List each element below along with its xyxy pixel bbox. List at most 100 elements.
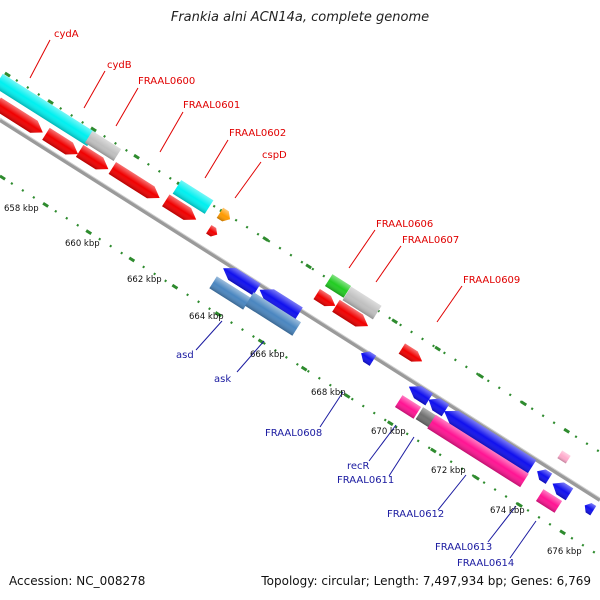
leader-line-top [115, 87, 139, 127]
leader-line-bottom [236, 340, 265, 373]
leader-line-top [348, 229, 376, 269]
gene-label-top: FRAAL0609 [463, 275, 520, 286]
gene-label-bottom: ask [214, 374, 231, 385]
gene-blue-7 [584, 503, 597, 516]
gene-red-5-shade [313, 289, 336, 307]
gene-blue-5 [444, 410, 537, 474]
gene-label-top: FRAAL0607 [402, 235, 459, 246]
gene-red-6-shade [332, 299, 369, 327]
gene-cspD [216, 207, 231, 222]
gene-label-bottom: asd [176, 350, 194, 361]
gene-fraal0607-shade [342, 286, 382, 320]
gene-fraal0612 [427, 414, 529, 488]
gene-red-6 [332, 299, 369, 327]
gene-pink-shade [557, 450, 571, 464]
gene-red-1 [0, 97, 43, 133]
accession-text: Accession: NC_008278 [9, 574, 146, 588]
gene-fraal0600-shade [108, 162, 160, 199]
gene-blue-1-shade [223, 268, 261, 296]
gene-label-top: FRAAL0600 [138, 76, 195, 87]
gene-fraal0607 [342, 286, 382, 320]
lower-tick-track [0, 175, 600, 557]
gene-blue-3 [408, 386, 433, 406]
scale-label: 676 kbp [547, 547, 582, 557]
gene-blue-4-shade [428, 398, 450, 417]
gene-fraal0602 [172, 180, 214, 214]
gene-blue-5-shade [444, 410, 537, 474]
gene-features [0, 73, 597, 516]
gene-cydA [0, 73, 96, 147]
scale-label: 662 kbp [127, 275, 162, 285]
gene-label-top: FRAAL0602 [229, 128, 286, 139]
leader-line-bottom [388, 436, 415, 477]
genome-info-text: Topology: circular; Length: 7,497,934 bp… [261, 574, 591, 588]
leader-line-top [234, 161, 262, 199]
gene-label-bottom: FRAAL0613 [435, 542, 492, 553]
gene-red-2 [42, 127, 79, 155]
gene-fraal0606 [324, 274, 352, 298]
gene-red-3-shade [75, 144, 109, 170]
gene-label-top: cydB [107, 60, 132, 71]
gene-asd [209, 276, 251, 310]
scale-label: 674 kbp [490, 506, 525, 516]
gene-fraal0609 [398, 343, 423, 362]
gene-label-top: cspD [262, 150, 287, 161]
gene-cydA-shade [0, 73, 96, 147]
dotted-tracks [0, 71, 600, 558]
gene-ask [245, 292, 301, 336]
gene-fraal0612-shade [427, 414, 529, 488]
gene-fraal0608-shade [361, 351, 377, 366]
gene-label-bottom: FRAAL0608 [265, 428, 322, 439]
leader-line-bottom [195, 320, 223, 351]
leader-line-top [83, 70, 106, 109]
gene-fraal0614 [535, 489, 563, 513]
gene-label-bottom: FRAAL0611 [337, 475, 394, 486]
gene-blue-3-shade [408, 386, 433, 406]
leader-line-bottom [319, 391, 344, 428]
gene-fraal0601-shade [162, 194, 197, 220]
gene-cydB [84, 130, 122, 162]
gene-fraal0609-shade [398, 343, 423, 362]
scale-label: 670 kbp [371, 427, 406, 437]
gene-blue-2 [259, 289, 303, 322]
gene-ask-shade [245, 292, 301, 336]
gene-fraal0601 [162, 194, 197, 220]
map-title: Frankia alni ACN14a, complete genome [170, 10, 430, 25]
gene-red-4-shade [206, 225, 218, 237]
leader-line-top [29, 39, 51, 79]
lower-tick-track-major [0, 174, 600, 558]
gene-recR [394, 395, 422, 419]
upper-tick-track [4, 72, 600, 453]
gene-label-top: FRAAL0606 [376, 219, 433, 230]
leader-line-bottom [368, 424, 397, 462]
gene-blue-4 [428, 398, 450, 417]
gene-red-3 [75, 144, 109, 170]
gene-label-bottom: recR [347, 461, 370, 472]
gene-red-1-shade [0, 97, 43, 133]
gene-blue-7-shade [584, 503, 597, 516]
gene-label-top: cydA [54, 29, 79, 40]
scale-label: 664 kbp [189, 312, 224, 322]
label-leaders [29, 39, 537, 559]
gene-blue-2-shade [259, 289, 303, 322]
gene-cspD-shade [216, 207, 231, 222]
gene-fraal0608 [361, 351, 377, 366]
gene-blue-6 [537, 469, 553, 484]
gene-fraal0602-shade [172, 180, 214, 214]
gene-fraal0613 [552, 482, 574, 501]
gene-cydB-shade [84, 130, 122, 162]
leader-line-top [159, 111, 184, 153]
gene-red-4 [206, 225, 218, 237]
scale-label: 668 kbp [311, 388, 346, 398]
leader-line-bottom [487, 505, 517, 543]
leader-line-top [204, 139, 229, 179]
scale-label: 660 kbp [65, 239, 100, 249]
gene-fraal0606-shade [324, 274, 352, 298]
gene-fraal0600 [108, 162, 160, 199]
scale-label: 666 kbp [250, 350, 285, 360]
gene-label-bottom: FRAAL0612 [387, 509, 444, 520]
gene-fraal0614-shade [535, 489, 563, 513]
gene-pink [557, 450, 571, 464]
